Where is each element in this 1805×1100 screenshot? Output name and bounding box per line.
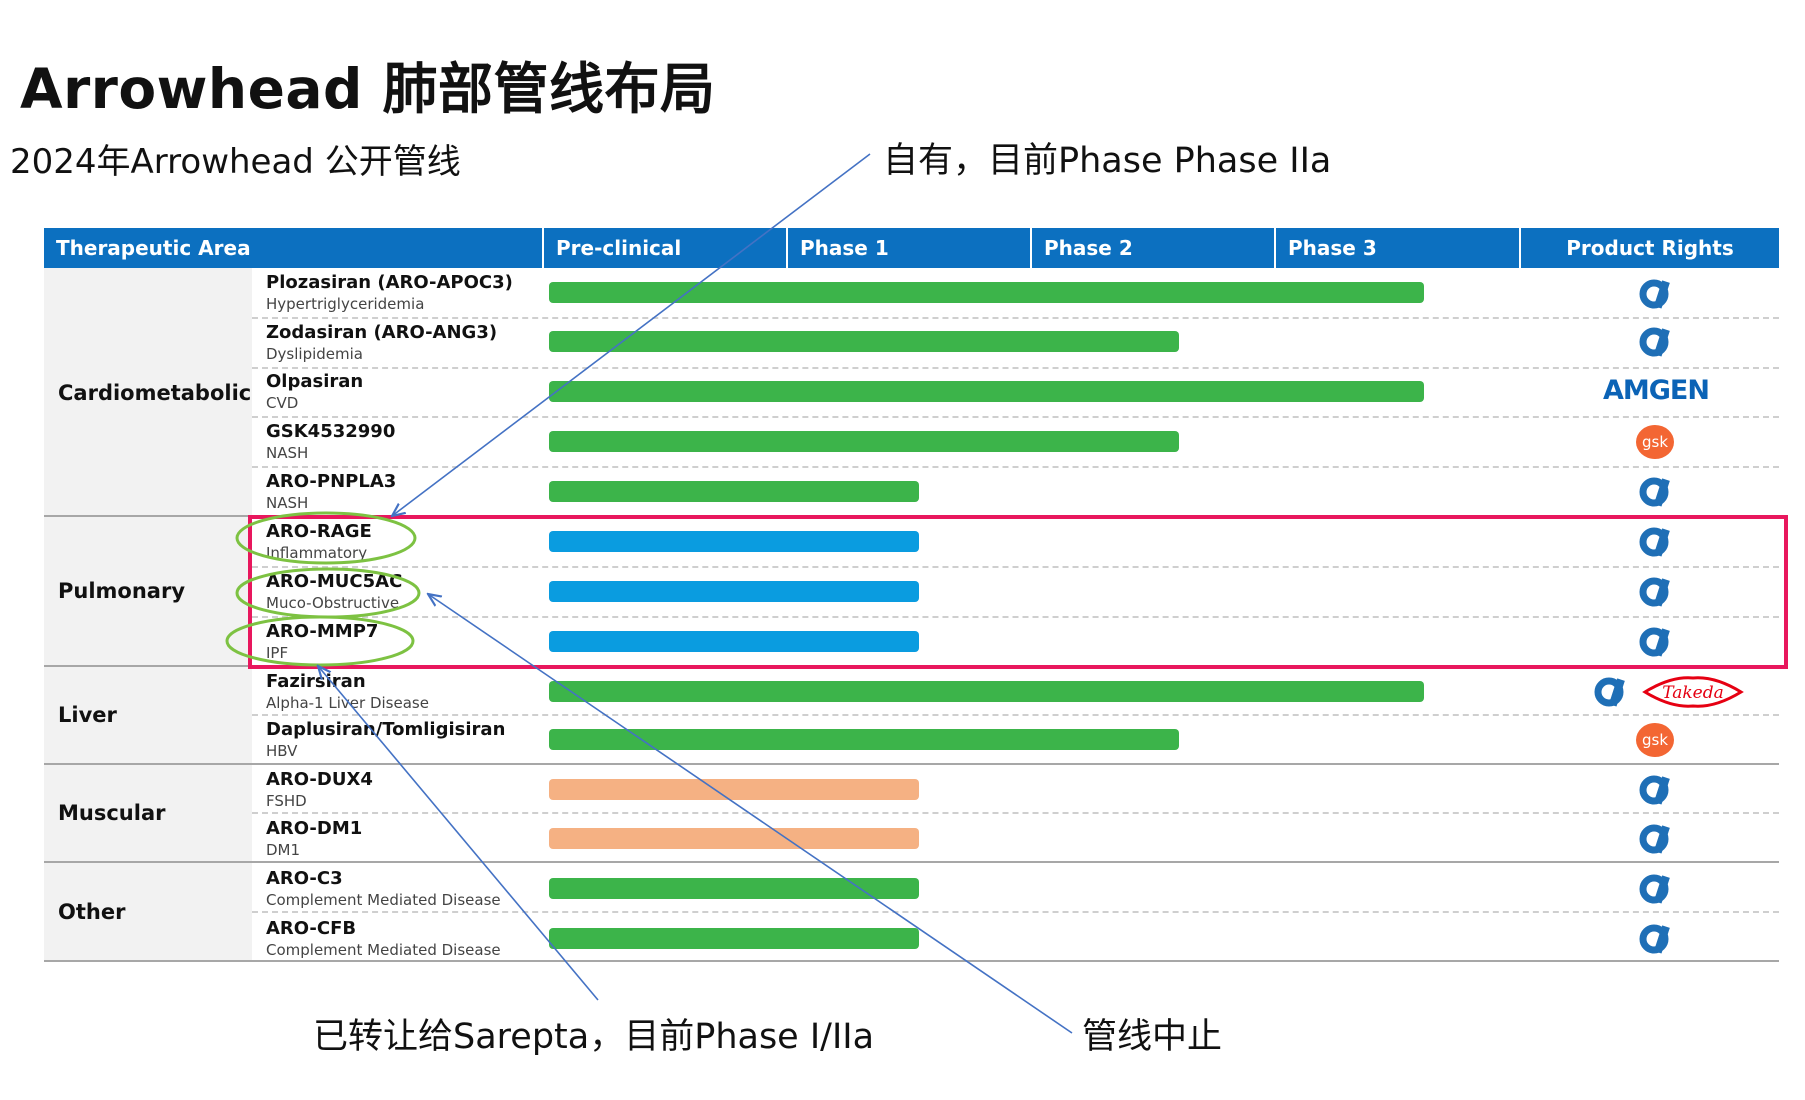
drug-indication: Inflammatory (266, 544, 368, 562)
page-subtitle: 2024年Arrowhead 公开管线 (10, 142, 461, 182)
area-label-liver: Liver (58, 703, 117, 727)
row-separator (252, 566, 1779, 568)
row-separator (252, 367, 1779, 369)
area-label-cardiometabolic: Cardiometabolic (58, 381, 252, 405)
arrowhead-logo-icon (1594, 677, 1625, 707)
group-separator (44, 960, 1779, 962)
annotation-sarepta: 已转让给Sarepta，目前Phase I/IIa (313, 1017, 875, 1057)
drug-indication: NASH (266, 494, 309, 512)
drug-indication: Muco-Obstructive (266, 594, 400, 612)
drug-name: Olpasiran (266, 371, 364, 392)
header-preclinical: Pre-clinical (542, 228, 786, 268)
drug-indication: IPF (266, 644, 289, 662)
arrowhead-logo-icon (1639, 477, 1670, 507)
drug-name: ARO-MMP7 (266, 621, 379, 642)
area-label-pulmonary: Pulmonary (58, 579, 186, 603)
drug-name: ARO-MUC5AC (266, 571, 403, 592)
drug-indication: NASH (266, 444, 309, 462)
gsk-logo-text: gsk (1642, 433, 1668, 451)
header-therapeutic-area: Therapeutic Area (44, 228, 542, 268)
phase-bar (549, 531, 919, 552)
drug-indication: Complement Mediated Disease (266, 941, 501, 959)
gsk-logo-icon: gsk (1636, 723, 1674, 757)
drug-indication: DM1 (266, 841, 301, 859)
phase-bar (549, 878, 919, 899)
phase-bar (549, 331, 1179, 352)
phase-bar (549, 729, 1179, 750)
arrowhead-logo-icon (1639, 775, 1670, 805)
phase-bar (549, 779, 919, 800)
drug-indication: Complement Mediated Disease (266, 891, 501, 909)
pipeline-table: Therapeutic Area Pre-clinical Phase 1 Ph… (44, 228, 1779, 962)
phase-bar (549, 431, 1179, 452)
header-product-rights: Product Rights (1519, 228, 1779, 268)
header-phase1: Phase 1 (786, 228, 1030, 268)
arrowhead-logo-icon (1639, 577, 1670, 607)
area-bg-muscular (44, 765, 252, 861)
drug-indication: HBV (266, 742, 298, 760)
gsk-logo-icon: gsk (1636, 425, 1674, 459)
group-separator (44, 861, 1779, 863)
drug-name: Fazirsiran (266, 671, 366, 692)
drug-name: ARO-DUX4 (266, 769, 373, 790)
drug-name: ARO-PNPLA3 (266, 471, 397, 492)
drug-indication: Alpha-1 Liver Disease (266, 694, 429, 712)
drug-name: GSK4532990 (266, 421, 396, 442)
area-label-other: Other (58, 900, 126, 924)
arrowhead-logo-icon (1639, 824, 1670, 854)
arrowhead-logo-icon (1639, 924, 1670, 954)
drug-name: Zodasiran (ARO-ANG3) (266, 322, 498, 343)
takeda-logo-text: Takeda (1662, 683, 1724, 703)
group-separator (44, 515, 1779, 517)
page-title: Arrowhead 肺部管线布局 (20, 57, 716, 121)
phase-bar (549, 828, 919, 849)
row-separator (252, 911, 1779, 913)
arrowhead-logo-icon (1639, 527, 1670, 557)
arrowhead-logo-icon (1639, 279, 1670, 309)
row-separator (252, 616, 1779, 618)
row-separator (252, 714, 1779, 716)
drug-indication: Hypertriglyceridemia (266, 295, 425, 313)
phase-bar (549, 631, 919, 652)
takeda-logo-icon: Takeda (1642, 676, 1744, 708)
phase-bar (549, 581, 919, 602)
group-separator (44, 665, 1779, 667)
area-label-muscular: Muscular (58, 801, 166, 825)
arrowhead-logo-icon (1639, 627, 1670, 657)
area-bg-other (44, 863, 252, 962)
drug-name: ARO-CFB (266, 918, 357, 939)
area-bg-cardiometabolic (44, 268, 252, 515)
annotation-stopped: 管线中止 (1082, 1017, 1223, 1057)
header-phase3: Phase 3 (1274, 228, 1519, 268)
annotation-own: 自有，目前Phase Phase IIa (883, 141, 1332, 181)
phase-bar (549, 928, 919, 949)
area-bg-pulmonary (44, 517, 252, 665)
row-separator (252, 466, 1779, 468)
area-bg-liver (44, 667, 252, 763)
drug-indication: CVD (266, 394, 299, 412)
drug-name: Daplusiran/Tomligisiran (266, 719, 506, 740)
group-separator (44, 763, 1779, 765)
row-separator (252, 416, 1779, 418)
drug-indication: Dyslipidemia (266, 345, 363, 363)
row-separator (252, 317, 1779, 319)
phase-bar (549, 481, 919, 502)
drug-name: Plozasiran (ARO-APOC3) (266, 272, 513, 293)
drug-indication: FSHD (266, 792, 307, 810)
phase-bar (549, 381, 1424, 402)
drug-name: ARO-DM1 (266, 818, 363, 839)
phase-bar (549, 282, 1424, 303)
arrowhead-logo-icon (1639, 327, 1670, 357)
row-separator (252, 812, 1779, 814)
phase-bar (549, 681, 1424, 702)
gsk-logo-text: gsk (1642, 731, 1668, 749)
drug-name: ARO-C3 (266, 868, 343, 889)
drug-name: ARO-RAGE (266, 521, 372, 542)
amgen-logo: AMGEN (1603, 375, 1710, 406)
arrowhead-logo-icon (1639, 874, 1670, 904)
header-phase2: Phase 2 (1030, 228, 1274, 268)
